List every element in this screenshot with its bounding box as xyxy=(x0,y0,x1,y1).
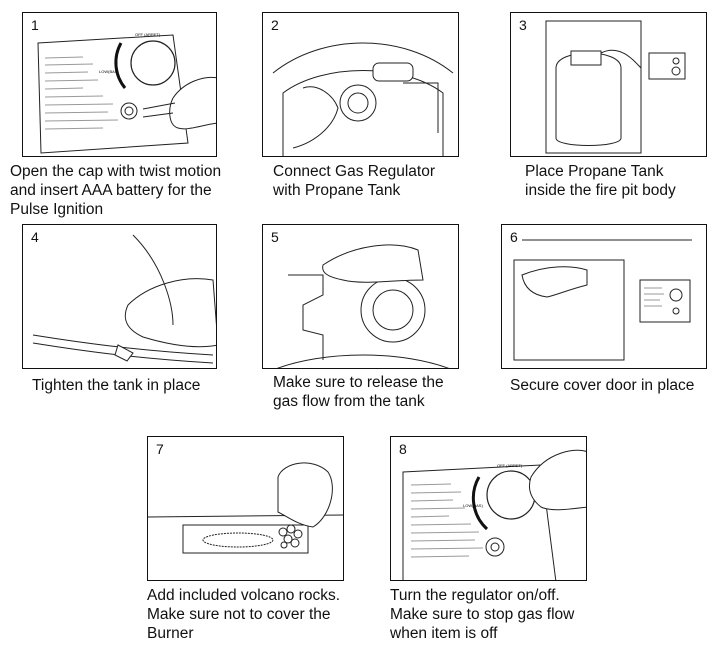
step-4-illustration: 4 xyxy=(22,224,217,369)
step-8-illustration: 8 OFF (ARRET) LOW(BAS) xyxy=(390,436,587,581)
step-5-illustration: 5 xyxy=(262,224,459,369)
step-8-caption: Turn the regulator on/off. Make sure to … xyxy=(390,587,575,642)
step-6-caption: Secure cover door in place xyxy=(510,377,695,394)
regulator-connection-drawing xyxy=(272,42,454,156)
step-1-number: 1 xyxy=(31,17,39,33)
regulator-on-off-drawing: OFF (ARRET) LOW(BAS) xyxy=(402,449,586,580)
step-3-illustration: 3 xyxy=(510,12,707,157)
tighten-tank-drawing xyxy=(32,234,216,364)
step-5-caption: Make sure to release the gas flow from t… xyxy=(273,374,444,410)
step-7-number: 7 xyxy=(156,441,164,457)
step-8-number: 8 xyxy=(399,441,407,457)
step-3-caption: Place Propane Tank inside the fire pit b… xyxy=(525,163,676,199)
step-5-number: 5 xyxy=(271,229,279,245)
release-gas-flow-drawing xyxy=(277,244,449,368)
ignition-panel-drawing: OFF (ARRET) LOW(BAS) xyxy=(37,32,216,154)
step-2-number: 2 xyxy=(271,17,279,33)
step-4-number: 4 xyxy=(31,229,39,245)
step-3-number: 3 xyxy=(519,17,527,33)
off-label: OFF (ARRET) xyxy=(135,32,161,37)
low-label: LOW(BAS) xyxy=(463,503,483,508)
step-7-caption: Add included volcano rocks. Make sure no… xyxy=(147,587,341,642)
propane-tank-drawing xyxy=(545,20,686,154)
step-2-caption: Connect Gas Regulator with Propane Tank xyxy=(273,163,435,199)
step-4-caption: Tighten the tank in place xyxy=(32,377,201,394)
low-label: LOW(BAS) xyxy=(99,69,119,74)
off-label: OFF (ARRET) xyxy=(497,463,523,468)
step-6-number: 6 xyxy=(510,229,518,245)
step-1-caption: Open the cap with twist motion and inser… xyxy=(10,163,222,218)
step-7-illustration: 7 xyxy=(147,436,344,581)
step-6-illustration: 6 xyxy=(501,224,707,369)
step-1-illustration: 1 OFF (ARRET) LOW(BAS) xyxy=(22,12,217,157)
step-2-illustration: 2 xyxy=(262,12,459,157)
volcano-rocks-drawing xyxy=(148,462,343,554)
cover-door-drawing xyxy=(513,239,692,361)
